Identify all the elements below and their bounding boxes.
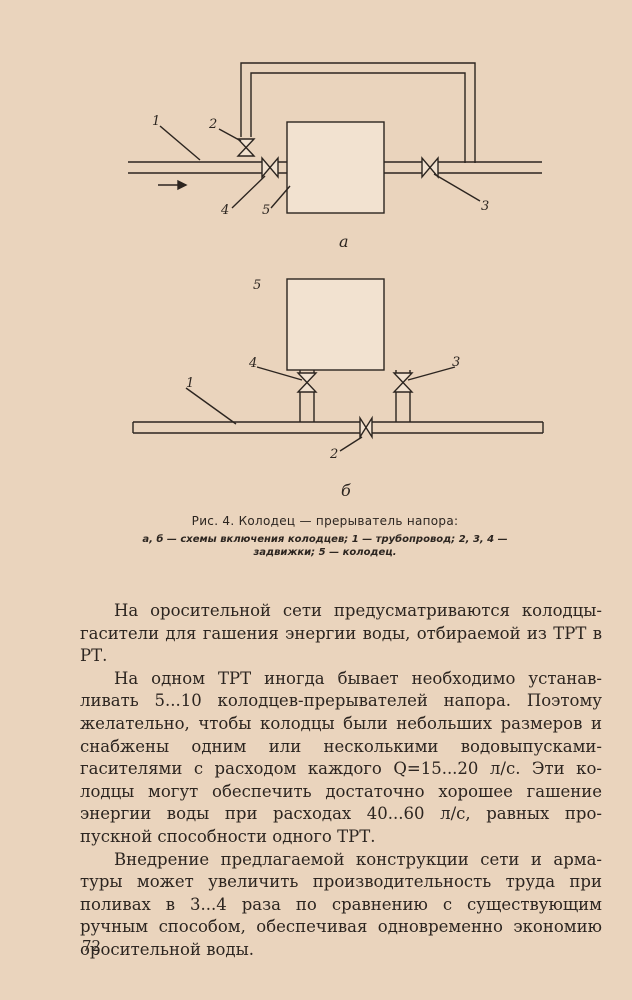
caption-legend-line-2: задвижки; 5 — колодец. — [253, 547, 397, 558]
label-a-4: 4 — [220, 203, 229, 218]
paragraph-2: На одном ТРТ иногда бывает необходимо ус… — [80, 668, 602, 849]
well-a — [286, 121, 385, 214]
subfig-a-diagram — [128, 62, 542, 214]
subfig-a-letter: а — [339, 232, 349, 251]
text-line: пускной способности одного ТРТ. — [80, 826, 376, 846]
text-line: оросительной воды. — [80, 939, 254, 959]
label-b-1: 1 — [186, 376, 194, 391]
text-line: гасителями с расходом каждого Q=15...20 … — [80, 759, 602, 779]
text-line: поливах в 3...4 раза по сравнению с суще… — [80, 894, 602, 914]
label-a-5: 5 — [262, 203, 270, 218]
figure-diagram: 1 2 3 4 5 а 1 2 3 4 5 б — [128, 62, 544, 500]
paragraph-3: Внедрение предлагаемой конструкции сети … — [80, 849, 602, 962]
label-b-5: 5 — [253, 278, 261, 293]
text-line: гасители для гашения энергии воды, отбир… — [80, 623, 547, 643]
text-line: и снабжены одним или несколькими водовып… — [80, 713, 602, 756]
caption-legend-line-1: а, б — схемы включения колодцев; 1 — тру… — [142, 534, 508, 545]
label-b-3: 3 — [452, 355, 460, 370]
text-line: ручным способом, обеспечивая одновременн… — [80, 917, 602, 937]
label-a-1: 1 — [152, 114, 160, 129]
figure-caption-legend: а, б — схемы включения колодцев; 1 — тру… — [110, 533, 540, 559]
body-text: На оросительной сети предусматриваются к… — [80, 600, 602, 962]
well-b — [286, 278, 385, 371]
label-a-2: 2 — [208, 117, 217, 132]
paragraph-1: На оросительной сети предусматриваются к… — [80, 600, 602, 668]
text-line: ливать 5...10 колодцев-прерывателей напо… — [80, 691, 602, 711]
text-line: туры может увеличить производительность … — [80, 872, 602, 892]
label-b-2: 2 — [329, 447, 338, 462]
text-line: Внедрение предлагаемой конструкции сети … — [114, 849, 602, 869]
subfig-b-letter: б — [341, 481, 351, 500]
figure-caption-title: Рис. 4. Колодец — прерыватель напора: — [191, 514, 459, 528]
text-line: энергии воды при расходах 40...60 л/с, р… — [80, 804, 602, 824]
text-line: ТРТ в РТ. — [80, 623, 602, 666]
text-line: На одном ТРТ иногда бывает необходимо ус… — [114, 668, 602, 688]
text-line: лодцы могут обеспечить достаточно хороше… — [80, 781, 602, 801]
text-line: На оросительной сети предусматриваются к… — [114, 601, 602, 620]
label-a-3: 3 — [481, 199, 489, 214]
label-b-4: 4 — [248, 356, 257, 371]
text-line: желательно, чтобы колодцы были небольших… — [80, 713, 583, 733]
page-number: 72 — [82, 937, 102, 955]
subfig-b-diagram — [132, 278, 544, 452]
